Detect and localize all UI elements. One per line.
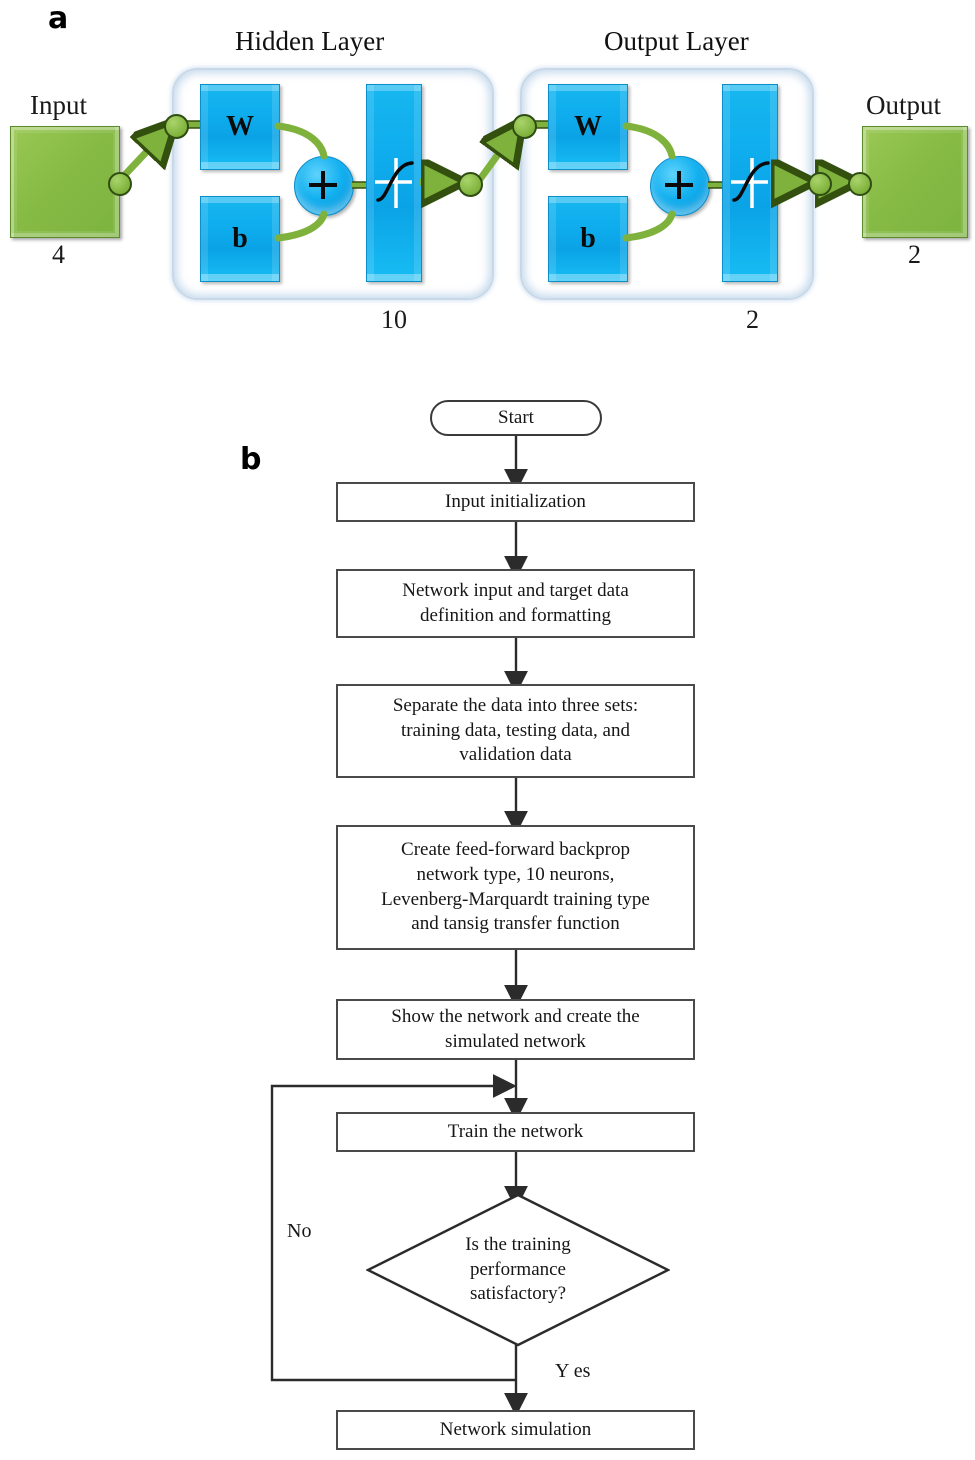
flowchart-decision-shape[interactable]	[366, 1193, 670, 1347]
output-transfer-block	[722, 84, 778, 282]
output-sum-node	[650, 156, 710, 216]
training-flowchart: b Start I	[0, 360, 975, 1460]
output-layer-entry-dot	[512, 114, 537, 139]
flowchart-step-3[interactable]: Separate the data into three sets: train…	[336, 684, 695, 778]
hidden-weight-block: W	[200, 84, 280, 170]
flowchart-step-2[interactable]: Network input and target data definition…	[336, 569, 695, 638]
output-block	[862, 126, 968, 238]
hidden-layer-entry-dot	[164, 114, 189, 139]
flowchart-step-1[interactable]: Input initialization	[336, 482, 695, 522]
flowchart-step-4[interactable]: Create feed-forward backprop network typ…	[336, 825, 695, 950]
input-label: Input	[30, 90, 87, 120]
input-block	[10, 126, 120, 238]
hidden-bias-block: b	[200, 196, 280, 282]
flowchart-step-5[interactable]: Show the network and create the simulate…	[336, 999, 695, 1060]
hidden-layer-title: Hidden Layer	[235, 26, 385, 56]
output-connector-dot-1	[808, 172, 832, 196]
flowchart-decision-label: Is the training performance satisfactory…	[465, 1233, 571, 1305]
output-layer-title: Output Layer	[604, 26, 749, 56]
output-weight-block: W	[548, 84, 628, 170]
output-bias-block: b	[548, 196, 628, 282]
output-connector-dot-2	[848, 172, 872, 196]
hidden-sum-node	[294, 156, 354, 216]
input-count: 4	[52, 240, 65, 269]
output-weight-label: W	[574, 111, 602, 142]
panel-b-letter: b	[240, 442, 262, 477]
neural-network-diagram: a Hidden Layer Output Layer Input 4 Outp…	[0, 0, 975, 350]
hidden-layer-exit-dot	[458, 172, 483, 197]
panel-a-letter: a	[48, 1, 69, 36]
branch-label-no: No	[287, 1220, 312, 1242]
flowchart-step-6[interactable]: Train the network	[336, 1112, 695, 1152]
flowchart-final-step[interactable]: Network simulation	[336, 1410, 695, 1450]
output-bias-label: b	[580, 223, 596, 254]
output-count: 2	[908, 240, 921, 269]
output-neuron-count: 2	[746, 305, 759, 334]
hidden-weight-label: W	[226, 111, 254, 142]
flowchart-start-terminator[interactable]: Start	[430, 400, 602, 436]
hidden-transfer-block	[366, 84, 422, 282]
input-connector-dot	[108, 172, 132, 196]
hidden-neuron-count: 10	[381, 305, 407, 334]
branch-label-yes: Y es	[555, 1360, 591, 1382]
output-label: Output	[866, 90, 942, 120]
hidden-bias-label: b	[232, 223, 248, 254]
flowchart-connectors	[270, 435, 528, 1417]
